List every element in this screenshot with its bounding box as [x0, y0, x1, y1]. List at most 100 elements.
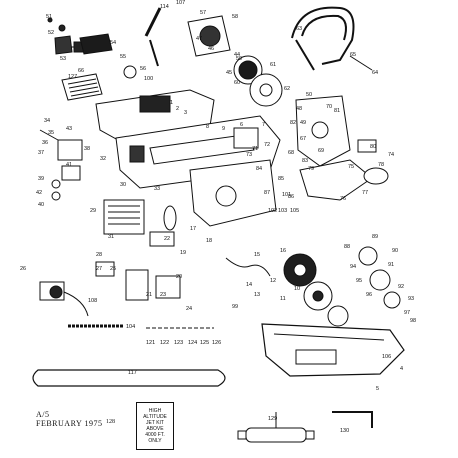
part-label: 94	[350, 264, 356, 270]
part-label: 22	[164, 236, 170, 242]
cylinder-part	[103, 199, 177, 247]
part-label: 101	[282, 192, 291, 198]
kit-label-line: ALTITUDE	[143, 414, 167, 420]
part-label: 43	[66, 126, 72, 132]
part-label: 56	[140, 66, 146, 72]
part-label: 71	[252, 146, 258, 152]
muffler-part	[237, 412, 315, 443]
part-label: 16	[280, 248, 286, 254]
part-label: 87	[264, 190, 270, 196]
part-label: 108	[88, 298, 97, 304]
part-label: 81	[334, 108, 340, 114]
footer-ref-number: 128	[106, 419, 115, 425]
part-label: 80	[370, 144, 376, 150]
part-label: 95	[356, 278, 362, 284]
part-label: 91	[388, 262, 394, 268]
part-label: 39	[38, 176, 44, 182]
part-label: 50	[306, 92, 312, 98]
part-label: 107	[176, 0, 185, 6]
part-label: 42	[36, 190, 42, 196]
part-label: 122	[160, 340, 169, 346]
part-label: 83	[302, 158, 308, 164]
part-label: 25	[110, 266, 116, 272]
wrench-part	[332, 411, 373, 428]
part-label: 82	[290, 120, 296, 126]
wrench-part-label: 130	[340, 428, 349, 434]
main-housing-part	[95, 89, 281, 227]
part-label: 84	[256, 166, 262, 172]
part-label: 35	[48, 130, 54, 136]
footer-code: A/5	[36, 410, 50, 419]
part-label: 53	[60, 56, 66, 62]
part-label: 58	[232, 14, 238, 20]
part-label: 60	[234, 80, 240, 86]
part-label: 17	[190, 226, 196, 232]
carburetor-part	[39, 129, 83, 201]
part-label: 44	[234, 52, 240, 58]
part-label: 52	[48, 30, 54, 36]
part-label: 2	[176, 106, 179, 112]
part-label: 21	[146, 292, 152, 298]
part-label: 13	[254, 292, 260, 298]
part-label: 86	[288, 194, 294, 200]
part-label: 98	[410, 318, 416, 324]
part-label: 78	[378, 162, 384, 168]
part-label: 12	[270, 278, 276, 284]
part-label: 88	[344, 244, 350, 250]
part-label: 123	[174, 340, 183, 346]
part-label: 4	[400, 366, 403, 372]
crankcase-part	[295, 95, 389, 201]
part-label: 62	[284, 86, 290, 92]
flywheel-part	[225, 246, 401, 327]
saw-chain-part	[68, 324, 214, 329]
part-label: 34	[44, 118, 50, 124]
sprocket-assembly-part	[123, 7, 283, 107]
part-label: 23	[160, 292, 166, 298]
part-label: 105	[290, 208, 299, 214]
part-label: 45	[226, 70, 232, 76]
part-label: 19	[180, 250, 186, 256]
part-label: 63	[296, 26, 302, 32]
part-label: 31	[108, 234, 114, 240]
part-label: 99	[232, 304, 238, 310]
muffler-part-label: 129	[268, 416, 277, 422]
kit-label-line: ABOVE	[146, 426, 164, 432]
part-label: 104	[126, 324, 135, 330]
part-label: 92	[398, 284, 404, 290]
part-label: 124	[188, 340, 197, 346]
part-label: 127	[68, 74, 77, 80]
part-label: 79	[308, 166, 314, 172]
part-label: 51	[46, 14, 52, 20]
chain-part-label-row: 121 122 123 124 125 126	[146, 340, 221, 346]
part-label: 121	[146, 340, 155, 346]
air-filter-part	[61, 73, 103, 101]
part-label: 40	[38, 202, 44, 208]
part-label: 64	[372, 70, 378, 76]
part-label: 125	[200, 340, 209, 346]
part-label: 74	[388, 152, 394, 158]
part-label: 73	[246, 152, 252, 158]
part-label: 33	[154, 186, 160, 192]
footer-date-block: A/5 FEBRUARY 1975	[36, 410, 102, 428]
part-label: 28	[96, 252, 102, 258]
part-label: 89	[372, 234, 378, 240]
part-label: 97	[404, 310, 410, 316]
part-label: 30	[120, 182, 126, 188]
part-label: 55	[120, 54, 126, 60]
part-label: 47	[196, 36, 202, 42]
part-label: 24	[186, 306, 192, 312]
part-label: 54	[110, 40, 116, 46]
part-label: 66	[78, 68, 84, 74]
part-label: 38	[84, 146, 90, 152]
part-label: 8	[206, 124, 209, 130]
part-label: 77	[362, 190, 368, 196]
part-label: 100	[144, 76, 153, 82]
part-label: 32	[100, 156, 106, 162]
part-label: 1	[170, 100, 173, 106]
part-label: 72	[264, 142, 270, 148]
part-label: 15	[254, 252, 260, 258]
part-label: 57	[200, 10, 206, 16]
part-label: 36	[42, 140, 48, 146]
handlebar-part	[291, 6, 373, 71]
part-label: 14	[246, 282, 252, 288]
